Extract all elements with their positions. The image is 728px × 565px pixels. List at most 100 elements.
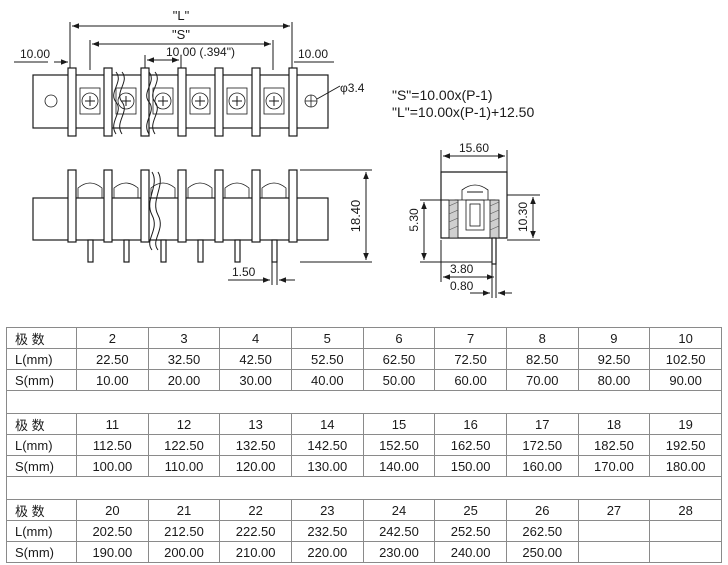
table-row-S-3: S(mm) 190.00 200.00 210.00 220.00 230.00… — [6, 541, 722, 563]
side-view: 15.60 5.30 10.30 — [407, 141, 540, 298]
table-cell: 60.00 — [434, 369, 507, 391]
screw-1 — [79, 87, 101, 115]
table-cell — [577, 541, 651, 563]
table-row-S-2: S(mm) 100.00 110.00 120.00 130.00 140.00… — [6, 455, 722, 477]
table-row-L-2: L(mm) 112.50 122.50 132.50 142.50 152.50… — [6, 434, 722, 456]
table-cell: 6 — [362, 327, 436, 349]
table-spacer-cell — [6, 476, 722, 500]
table-cell: 14 — [290, 413, 364, 435]
top-view: "L" "S" 10.00 (.394") 10.00 10.00 φ3.4 — [14, 8, 365, 137]
table-cell: 25 — [434, 499, 507, 521]
table-cell: 7 — [434, 327, 507, 349]
table-spacer-cell — [6, 390, 722, 414]
table-cell — [649, 520, 722, 542]
dim-side-right-label: 10.30 — [516, 202, 530, 232]
table-cell: 130.00 — [290, 455, 364, 477]
row-label-L: L(mm) — [6, 520, 77, 542]
table-cell: 70.00 — [505, 369, 579, 391]
table-cell: 162.50 — [434, 434, 507, 456]
dim-pitch-label: 10.00 (.394") — [166, 45, 235, 59]
table-cell: 222.50 — [219, 520, 292, 542]
table-cell: 150.00 — [434, 455, 507, 477]
table-cell: 192.50 — [649, 434, 722, 456]
table-cell: 3 — [147, 327, 221, 349]
table-cell: 170.00 — [577, 455, 651, 477]
dim-hole-label: φ3.4 — [340, 81, 365, 95]
front-view: 18.40 1.50 — [32, 169, 372, 285]
table-cell: 24 — [362, 499, 436, 521]
table-cell — [577, 520, 651, 542]
dim-side-380-label: 3.80 — [450, 262, 474, 276]
table-cell: 23 — [290, 499, 364, 521]
dim-L-label: "L" — [173, 8, 190, 23]
table-cell: 202.50 — [76, 520, 149, 542]
table-cell: 8 — [505, 327, 579, 349]
table-cell: 18 — [577, 413, 651, 435]
table-cell: 42.50 — [219, 348, 292, 370]
table-cell: 220.00 — [290, 541, 364, 563]
screw-6 — [263, 87, 285, 115]
table-cell: 140.00 — [362, 455, 436, 477]
table-cell: 50.00 — [362, 369, 436, 391]
table-cell: 10 — [649, 327, 722, 349]
table-cell: 120.00 — [219, 455, 292, 477]
table-cell: 210.00 — [219, 541, 292, 563]
formula-L: "L"=10.00x(P-1)+12.50 — [392, 104, 534, 120]
table-cell: 230.00 — [362, 541, 436, 563]
table-cell: 72.50 — [434, 348, 507, 370]
table-cell: 232.50 — [290, 520, 364, 542]
dim-pin-label: 1.50 — [232, 265, 256, 279]
table-cell: 40.00 — [290, 369, 364, 391]
table-cell: 242.50 — [362, 520, 436, 542]
table-cell: 9 — [577, 327, 651, 349]
row-label-L: L(mm) — [6, 348, 77, 370]
table-cell: 4 — [219, 327, 292, 349]
table-cell — [649, 541, 722, 563]
table-cell: 16 — [434, 413, 507, 435]
dim-side-width-label: 15.60 — [459, 141, 489, 155]
table-cell: 92.50 — [577, 348, 651, 370]
table-cell: 11 — [76, 413, 149, 435]
table-row-poles-3: 极 数 20 21 22 23 24 25 26 27 28 — [6, 499, 722, 521]
technical-drawing: "L" "S" 10.00 (.394") 10.00 10.00 φ3.4 — [14, 8, 540, 298]
table-cell: 62.50 — [362, 348, 436, 370]
table-cell: 22 — [219, 499, 292, 521]
table-cell: 190.00 — [76, 541, 149, 563]
row-label-S: S(mm) — [6, 369, 77, 391]
screw-5 — [226, 87, 248, 115]
table-cell: 5 — [290, 327, 364, 349]
table-cell: 28 — [649, 499, 722, 521]
table-cell: 180.00 — [649, 455, 722, 477]
screw-3 — [152, 87, 174, 115]
table-cell: 10.00 — [76, 369, 149, 391]
dim-S-label: "S" — [172, 27, 190, 42]
table-cell: 142.50 — [290, 434, 364, 456]
table-cell: 252.50 — [434, 520, 507, 542]
dim-end-left-label: 10.00 — [20, 47, 50, 61]
table-cell: 21 — [147, 499, 221, 521]
spec-table: 极 数 2 3 4 5 6 7 8 9 10 L(mm) 22.50 32.50… — [6, 327, 722, 563]
table-cell: 132.50 — [219, 434, 292, 456]
table-cell: 20 — [76, 499, 149, 521]
table-spacer — [6, 476, 722, 500]
table-cell: 172.50 — [505, 434, 579, 456]
table-cell: 32.50 — [147, 348, 221, 370]
table-row-L-1: L(mm) 22.50 32.50 42.50 52.50 62.50 72.5… — [6, 348, 722, 370]
table-cell: 17 — [505, 413, 579, 435]
table-row-poles-2: 极 数 11 12 13 14 15 16 17 18 19 — [6, 413, 722, 435]
table-cell: 110.00 — [147, 455, 221, 477]
formula-S: "S"=10.00x(P-1) — [392, 87, 493, 103]
table-cell: 22.50 — [76, 348, 149, 370]
row-label-poles: 极 数 — [6, 413, 77, 435]
dim-side-080-label: 0.80 — [450, 279, 474, 293]
table-cell: 20.00 — [147, 369, 221, 391]
screw-4 — [189, 87, 211, 115]
table-cell: 26 — [505, 499, 579, 521]
row-label-S: S(mm) — [6, 455, 77, 477]
table-cell: 250.00 — [505, 541, 579, 563]
table-cell: 262.50 — [505, 520, 579, 542]
table-cell: 122.50 — [147, 434, 221, 456]
screw-2 — [115, 87, 137, 115]
table-cell: 12 — [147, 413, 221, 435]
table-cell: 240.00 — [434, 541, 507, 563]
